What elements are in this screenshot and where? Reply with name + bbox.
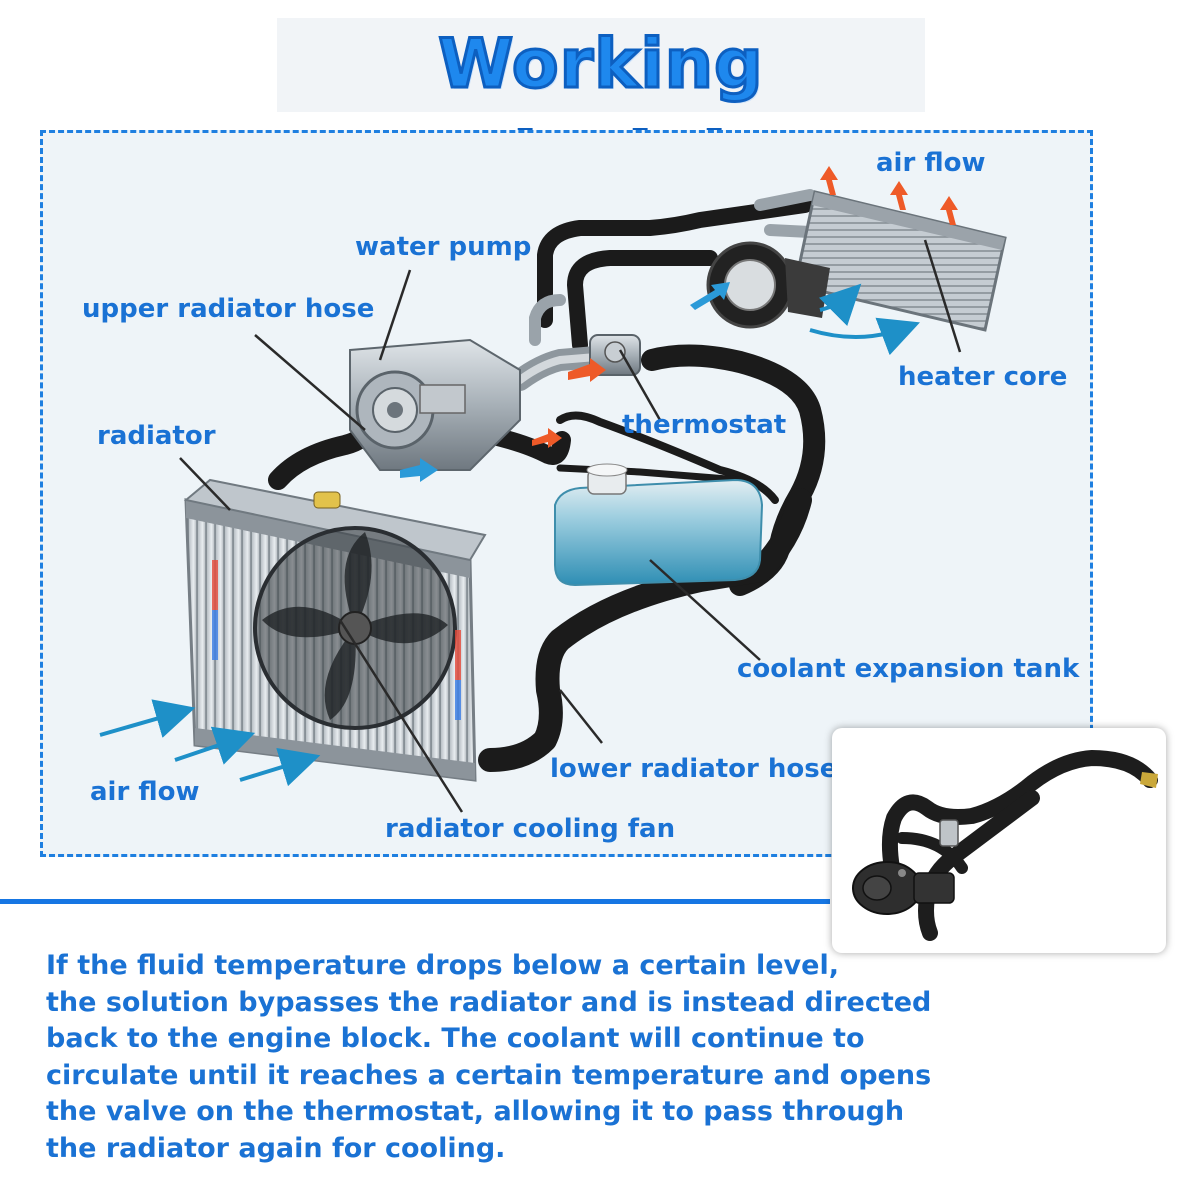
label-air-flow-top: air flow bbox=[876, 148, 986, 178]
description-line: the radiator again for cooling. bbox=[46, 1132, 506, 1164]
metal-pipes bbox=[509, 189, 816, 391]
coolant-expansion-tank-shape bbox=[554, 463, 764, 587]
section-divider bbox=[0, 899, 830, 904]
description-line: circulate until it reaches a certain tem… bbox=[46, 1059, 932, 1091]
label-water-pump: water pump bbox=[355, 232, 532, 262]
title-background bbox=[277, 18, 925, 112]
air-flow-arrows bbox=[99, 283, 920, 787]
label-radiator-cooling-fan: radiator cooling fan bbox=[385, 814, 676, 844]
label-upper-radiator-hose: upper radiator hose bbox=[82, 294, 375, 324]
product-photo bbox=[832, 728, 1166, 953]
label-air-flow-bottom: air flow bbox=[90, 777, 200, 807]
label-heater-core: heater core bbox=[898, 362, 1068, 392]
leader-lines bbox=[179, 239, 962, 813]
hot-flow-arrows bbox=[532, 166, 958, 448]
label-radiator: radiator bbox=[97, 421, 216, 451]
description-line: the valve on the thermostat, allowing it… bbox=[46, 1096, 905, 1127]
description-line: back to the engine block. The coolant wi… bbox=[46, 1023, 865, 1054]
description-line: If the fluid temperature drops below a c… bbox=[46, 950, 839, 981]
description-text: If the fluid temperature drops below a c… bbox=[46, 948, 966, 1167]
label-coolant-expansion-tank: coolant expansion tank bbox=[737, 654, 1080, 684]
hose-product-illustration bbox=[852, 750, 1158, 941]
cool-flow-arrows bbox=[400, 282, 730, 482]
hose-network bbox=[268, 197, 826, 772]
description-line: the solution bypasses the radiator and i… bbox=[46, 986, 932, 1018]
water-pump-shape bbox=[349, 338, 521, 471]
label-thermostat: thermostat bbox=[622, 410, 787, 440]
radiator-shape bbox=[183, 478, 487, 782]
label-lower-radiator-hose: lower radiator hose bbox=[550, 754, 838, 784]
